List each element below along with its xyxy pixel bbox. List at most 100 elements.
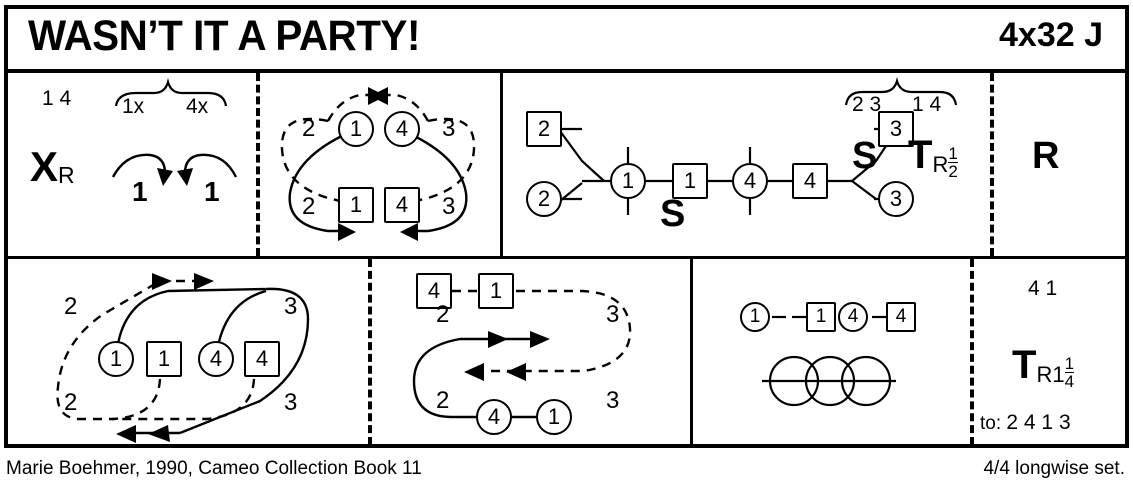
header-divider bbox=[8, 69, 1125, 73]
meter-label: 4x32 J bbox=[999, 16, 1103, 54]
line-dancer-square-4: 4 bbox=[792, 163, 828, 199]
position-bottom-right: 3 bbox=[442, 193, 456, 220]
cell-divider-solid-2 bbox=[690, 259, 693, 445]
turn-count-right: 1 bbox=[204, 176, 220, 207]
reel-dancer-circle-1: 1 bbox=[98, 341, 134, 377]
chain-shapes bbox=[762, 315, 896, 407]
final-order-value: 2 4 1 3 bbox=[1006, 411, 1071, 434]
final-order-prefix: to: bbox=[980, 413, 1002, 434]
loop-paths bbox=[280, 87, 476, 241]
position-top-left: 2 bbox=[302, 115, 316, 142]
diagram-row-bottom: 2 2 3 3 1 1 4 4 bbox=[8, 259, 1125, 445]
brace-label-4x-text: 4x bbox=[186, 95, 209, 118]
reel-dancer-square-4: 4 bbox=[244, 341, 280, 377]
brace-label-4x: 4x bbox=[186, 95, 208, 119]
prom-dancer-square-4: 4 bbox=[416, 273, 452, 309]
line-dancer-circle-4: 4 bbox=[732, 163, 768, 199]
brace-23-14 bbox=[844, 76, 958, 106]
cross-symbol-letter: X bbox=[30, 143, 59, 190]
dancer-circle-4: 4 bbox=[384, 111, 420, 147]
reel-position-bottom-left: 2 bbox=[64, 389, 78, 416]
brace-label-1x-text: 1x bbox=[122, 95, 145, 118]
final-turn-letter: T bbox=[1012, 343, 1037, 387]
line-dancer-circle-1: 1 bbox=[610, 163, 646, 199]
line-dancer-square-2: 2 bbox=[526, 111, 562, 147]
cell-divider-dashed-3 bbox=[368, 259, 372, 445]
prom-position-top-left: 2 bbox=[436, 301, 450, 328]
diagram-row-top: 1 4 1x 4x XR 1 1 bbox=[8, 73, 1125, 256]
line-dancer-square-1: 1 bbox=[672, 163, 708, 199]
prom-position-bottom-left: 2 bbox=[436, 387, 450, 414]
brace-1x-4x bbox=[114, 77, 228, 107]
prom-dancer-square-1: 1 bbox=[478, 273, 514, 309]
page-title: WASN’T IT A PARTY! bbox=[28, 12, 420, 60]
outer-frame bbox=[4, 5, 1129, 448]
bars-cell-chain: 1 1 4 4 bbox=[690, 259, 970, 445]
final-position-label: 4 1 bbox=[1028, 277, 1058, 300]
header: WASN’T IT A PARTY! 4x32 J bbox=[8, 8, 1125, 69]
inner-frame-line bbox=[7, 8, 1126, 445]
reel-dancer-circle-4: 4 bbox=[198, 341, 234, 377]
line-dancer-square-3: 3 bbox=[878, 111, 914, 147]
set-symbol: S bbox=[852, 135, 878, 177]
line-dancer-circle-2: 2 bbox=[526, 181, 562, 217]
cross-symbol: XR bbox=[30, 143, 75, 191]
bars-cell-set-turn: R bbox=[990, 73, 1125, 256]
set-caption: S bbox=[660, 193, 686, 235]
cell-divider-solid-1 bbox=[500, 73, 503, 256]
turn-arrows bbox=[111, 153, 238, 186]
reel-position-top-left: 2 bbox=[64, 293, 78, 320]
chain-dancer-square-4: 4 bbox=[886, 302, 916, 332]
reel-dancer-square-1: 1 bbox=[146, 341, 182, 377]
reel-symbol: R bbox=[1032, 135, 1060, 177]
reel-position-top-right: 3 bbox=[284, 293, 298, 320]
prom-position-bottom-right: 3 bbox=[606, 387, 620, 414]
final-order-note: to: 2 4 1 3 bbox=[980, 411, 1071, 435]
dancer-square-1: 1 bbox=[338, 187, 374, 223]
reel-paths bbox=[56, 273, 310, 443]
footer-set-type: 4/4 longwise set. bbox=[983, 458, 1125, 479]
turn-fraction-denominator: 2 bbox=[948, 162, 958, 181]
prom-dancer-circle-1: 1 bbox=[536, 399, 572, 435]
bars-cell-loops: 2 3 2 3 1 4 1 4 bbox=[256, 73, 500, 256]
footer-credit: Marie Boehmer, 1990, Cameo Collection Bo… bbox=[6, 458, 422, 479]
turn-symbol-letter: T bbox=[908, 133, 933, 177]
turn-fraction-numerator: 1 bbox=[948, 144, 958, 163]
promenade-paths bbox=[412, 289, 632, 419]
bars-cell-cross-and-turn: 1 4 1x 4x XR 1 1 bbox=[8, 73, 256, 256]
cross-symbol-subscript: R bbox=[58, 162, 75, 188]
turn-count-left: 1 bbox=[132, 176, 148, 207]
row-divider bbox=[8, 256, 1125, 259]
chain-dancer-circle-4: 4 bbox=[838, 302, 868, 332]
position-top-right: 3 bbox=[442, 115, 456, 142]
brace-label-1x: 1x bbox=[122, 95, 144, 119]
bars-cell-line-set: 2 2 1 1 4 4 3 3 S bbox=[500, 73, 990, 256]
prom-position-top-right: 3 bbox=[606, 301, 620, 328]
chain-dancer-square-1: 1 bbox=[806, 302, 836, 332]
bars-cell-promenade: 4 1 4 1 2 2 3 3 bbox=[368, 259, 690, 445]
chain-dancer-circle-1: 1 bbox=[740, 302, 770, 332]
turn-symbol-suffix: R bbox=[932, 152, 949, 177]
cell-divider-dashed-4 bbox=[970, 259, 974, 445]
dancer-circle-1: 1 bbox=[338, 111, 374, 147]
position-bottom-left: 2 bbox=[302, 193, 316, 220]
bars-cell-reels: 2 2 3 3 1 1 4 4 bbox=[8, 259, 368, 445]
reel-position-bottom-right: 3 bbox=[284, 389, 298, 416]
final-turn-fraction-numerator: 1 bbox=[1064, 354, 1075, 373]
final-turn-fraction-denominator: 4 bbox=[1064, 372, 1075, 391]
brace-label-14: 1 4 bbox=[912, 93, 942, 116]
line-dancer-circle-3: 3 bbox=[878, 181, 914, 217]
cell-divider-dashed-2 bbox=[990, 73, 994, 256]
cell-divider-dashed-1 bbox=[256, 73, 260, 256]
position-label-14: 1 4 bbox=[42, 87, 72, 110]
final-turn-suffix: R1 bbox=[1036, 362, 1065, 387]
brace-label-23: 2 3 bbox=[852, 93, 882, 116]
prom-dancer-circle-4: 4 bbox=[476, 399, 512, 435]
